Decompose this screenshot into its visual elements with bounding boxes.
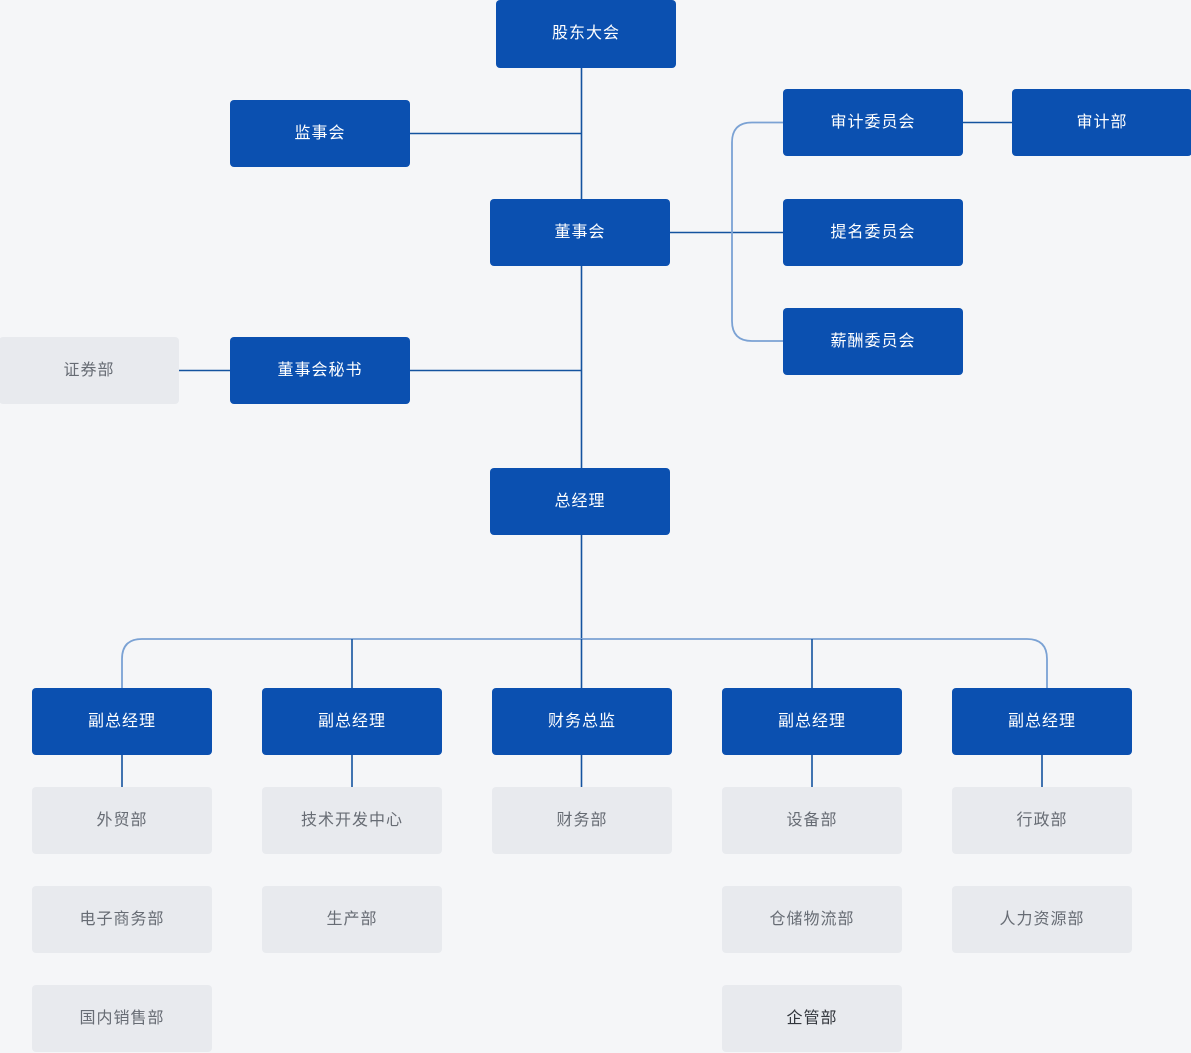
node-securities-department[interactable]: 证券部 — [0, 337, 179, 404]
node-nomination-committee[interactable]: 提名委员会 — [783, 199, 963, 266]
node-production-department[interactable]: 生产部 — [262, 886, 442, 953]
node-supervisors[interactable]: 监事会 — [230, 100, 410, 167]
node-board-of-directors[interactable]: 董事会 — [490, 199, 670, 266]
bracket-committees — [731, 121, 783, 342]
node-domestic-sales-department[interactable]: 国内销售部 — [32, 985, 212, 1052]
node-audit-committee[interactable]: 审计委员会 — [783, 89, 963, 156]
node-vice-general-manager-3[interactable]: 副总经理 — [722, 688, 902, 755]
node-administration-department[interactable]: 行政部 — [952, 787, 1132, 854]
node-foreign-trade-department[interactable]: 外贸部 — [32, 787, 212, 854]
node-technology-development-center[interactable]: 技术开发中心 — [262, 787, 442, 854]
node-audit-department[interactable]: 审计部 — [1012, 89, 1191, 156]
node-vice-general-manager-4[interactable]: 副总经理 — [952, 688, 1132, 755]
node-shareholders[interactable]: 股东大会 — [496, 0, 676, 68]
node-finance-department[interactable]: 财务部 — [492, 787, 672, 854]
node-enterprise-management-department[interactable]: 企管部 — [722, 985, 902, 1052]
node-vice-general-manager-2[interactable]: 副总经理 — [262, 688, 442, 755]
node-ecommerce-department[interactable]: 电子商务部 — [32, 886, 212, 953]
node-cfo[interactable]: 财务总监 — [492, 688, 672, 755]
node-compensation-committee[interactable]: 薪酬委员会 — [783, 308, 963, 375]
node-equipment-department[interactable]: 设备部 — [722, 787, 902, 854]
node-vice-general-manager-1[interactable]: 副总经理 — [32, 688, 212, 755]
node-warehouse-logistics-department[interactable]: 仓储物流部 — [722, 886, 902, 953]
node-general-manager[interactable]: 总经理 — [490, 468, 670, 535]
node-human-resources-department[interactable]: 人力资源部 — [952, 886, 1132, 953]
node-board-secretary[interactable]: 董事会秘书 — [230, 337, 410, 404]
